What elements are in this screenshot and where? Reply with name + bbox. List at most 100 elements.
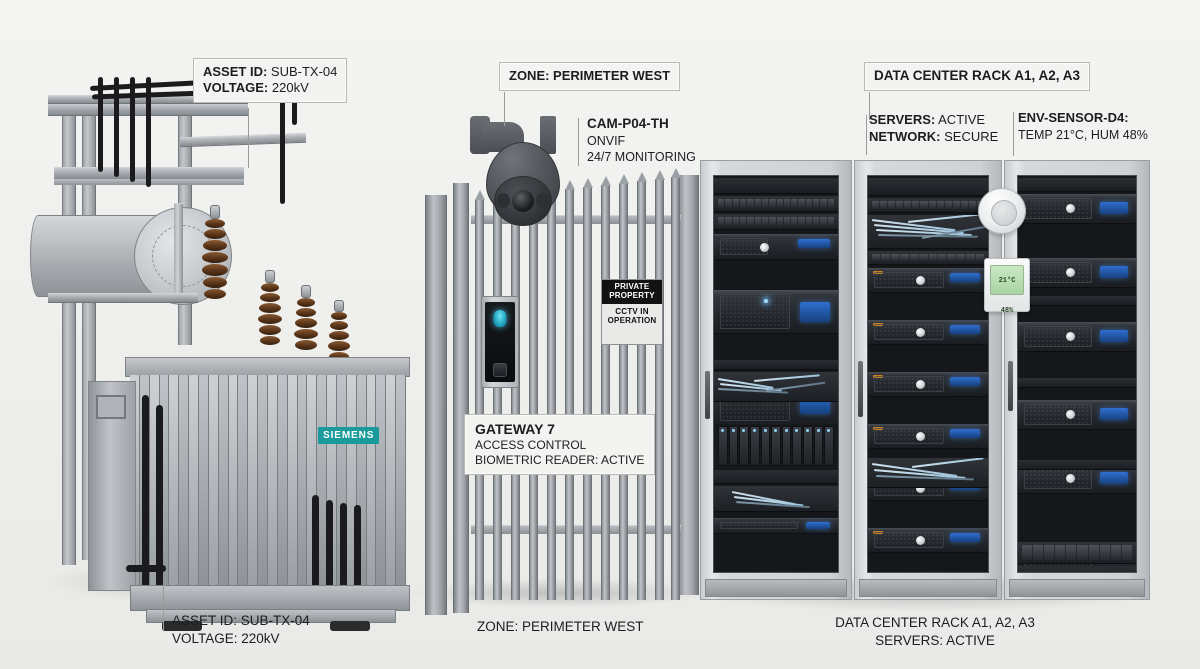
voltage-value: 220kV (271, 79, 309, 95)
gantry-beam-cross (179, 132, 307, 148)
gantry-post-left (62, 95, 76, 565)
rack-a1[interactable] (700, 160, 852, 600)
rack-a2-server-2 (868, 320, 988, 345)
conductor-drop-right2 (292, 85, 297, 125)
zone-bottom-text: ZONE: PERIMETER WEST (477, 619, 644, 634)
hv-cable-down-3 (312, 495, 319, 615)
sign-private-property: PRIVATE PROPERTY (602, 280, 662, 304)
gateway-status: BIOMETRIC READER: ACTIVE (475, 452, 645, 467)
label-camera: CAM-P04-TH ONVIF 24/7 MONITORING (587, 115, 696, 165)
voltage-key: VOLTAGE: (203, 79, 269, 95)
conservator-stand-pipe (174, 203, 183, 299)
conductor-2 (114, 77, 119, 177)
leader-camera (578, 118, 579, 166)
palisade-6 (565, 180, 575, 600)
palisade-5 (547, 182, 557, 600)
label-rack-bottom: DATA CENTER RACK A1, A2, A3 SERVERS: ACT… (825, 614, 1045, 649)
rack-a1-blank-3 (714, 470, 838, 484)
hv-cable-down-6 (354, 505, 361, 619)
palisade-1 (475, 190, 485, 600)
transformer-plinth (130, 585, 410, 611)
security-fence (415, 165, 705, 615)
rack-a2-cable-tray-2 (868, 458, 988, 488)
asset-id-key: ASSET ID: (203, 64, 268, 79)
rack-a1-server-2 (714, 290, 838, 334)
leader-rack-status (866, 115, 867, 155)
camera-monitoring: 24/7 MONITORING (587, 149, 696, 164)
hv-cable-bend (126, 565, 166, 572)
rack-a3-blank-3 (1018, 378, 1136, 388)
rack-a1-interior (713, 175, 839, 573)
label-env-sensor: ENV-SENSOR-D4: TEMP 21°C, HUM 48% (1018, 110, 1148, 143)
servers-value: ACTIVE (938, 112, 986, 127)
servers-key: SERVERS: (869, 112, 936, 127)
conductor-4 (146, 77, 151, 187)
rack-a2-base (859, 579, 997, 597)
camera-sidewing (540, 116, 556, 154)
reader-sensor-pad[interactable] (493, 363, 507, 377)
camera-protocol: ONVIF (587, 133, 626, 148)
fence-rail-bottom (471, 525, 681, 534)
palisade-8 (601, 176, 611, 600)
label-zone-top: ZONE: PERIMETER WEST (499, 62, 681, 91)
rack-a3-server-3 (1018, 322, 1136, 352)
rack-a2-server-6 (868, 528, 988, 553)
env-sensor-key: ENV-SENSOR-D4: (1018, 110, 1129, 125)
rack-top-text: DATA CENTER RACK A1, A2, A3 (874, 68, 1081, 83)
rack-a1-patch-1 (714, 196, 838, 212)
rack-a3-handle[interactable] (1008, 361, 1013, 411)
rack-bottom-title: DATA CENTER RACK A1, A2, A3 (835, 615, 1035, 630)
conductor-3 (130, 77, 135, 182)
rack-a3-blank-4 (1018, 460, 1136, 470)
rack-a3-server-4 (1018, 400, 1136, 430)
rack-a2-blank (868, 178, 988, 196)
asset-id-value: SUB-TX-04 (270, 64, 338, 79)
rack-a1-cable-tray-2 (714, 486, 838, 512)
palisade-3 (511, 186, 521, 600)
ptz-camera[interactable] (468, 108, 576, 238)
rack-bottom-status: SERVERS: ACTIVE (875, 632, 995, 648)
rack-a1-base (705, 579, 847, 597)
power-transformer: SIEMENS (30, 76, 430, 631)
rack-a3[interactable] (1004, 160, 1150, 600)
leader-rack-top (869, 92, 870, 120)
palisade-11 (655, 170, 665, 600)
rack-a1-drive-bay (714, 424, 838, 468)
rack-a2-server-1 (868, 268, 988, 293)
rack-a1-blank-2 (714, 360, 838, 370)
palisade-4 (529, 184, 539, 600)
data-center-racks (700, 160, 1150, 600)
rack-a3-base (1009, 579, 1145, 597)
siemens-logo: SIEMENS (318, 427, 380, 444)
palisade-9 (619, 174, 629, 600)
thermostat-display: 21°C 48% (990, 265, 1024, 315)
label-asset-id-top: ASSET ID: SUB-TX-04 VOLTAGE: 220kV (193, 58, 348, 103)
rack-a2-patch-1 (868, 198, 988, 213)
environment-sensors: 21°C 48% (978, 188, 1042, 315)
rack-a2-handle[interactable] (858, 361, 863, 417)
env-sensor-value: TEMP 21°C, HUM 48% (1018, 127, 1148, 142)
thermostat-icon[interactable]: 21°C 48% (984, 258, 1030, 315)
gate-post-inner (453, 183, 469, 613)
smoke-detector-icon (978, 188, 1026, 234)
rack-a1-blank (714, 178, 838, 194)
rack-a1-patch-2 (714, 214, 838, 230)
biometric-reader[interactable] (481, 296, 519, 388)
rack-a2-server-4 (868, 424, 988, 449)
fingerprint-icon (493, 310, 507, 327)
rack-a1-handle[interactable] (705, 371, 710, 419)
conductor-drop-right (280, 89, 285, 204)
gate-post-left (425, 195, 447, 615)
rack-a1-server-4 (714, 518, 838, 534)
palisade-12 (671, 168, 681, 600)
label-rack-top: DATA CENTER RACK A1, A2, A3 (864, 62, 1091, 92)
fence-rail-top (471, 215, 681, 224)
rack-a3-blank (1018, 178, 1136, 192)
transformer-radiators (130, 375, 407, 587)
rack-a2-cable-tray-1 (868, 215, 988, 249)
palisade-7 (583, 178, 593, 600)
rack-a2[interactable] (854, 160, 1002, 600)
transformer-tank-top (125, 357, 410, 377)
rack-a3-interior (1017, 175, 1137, 573)
